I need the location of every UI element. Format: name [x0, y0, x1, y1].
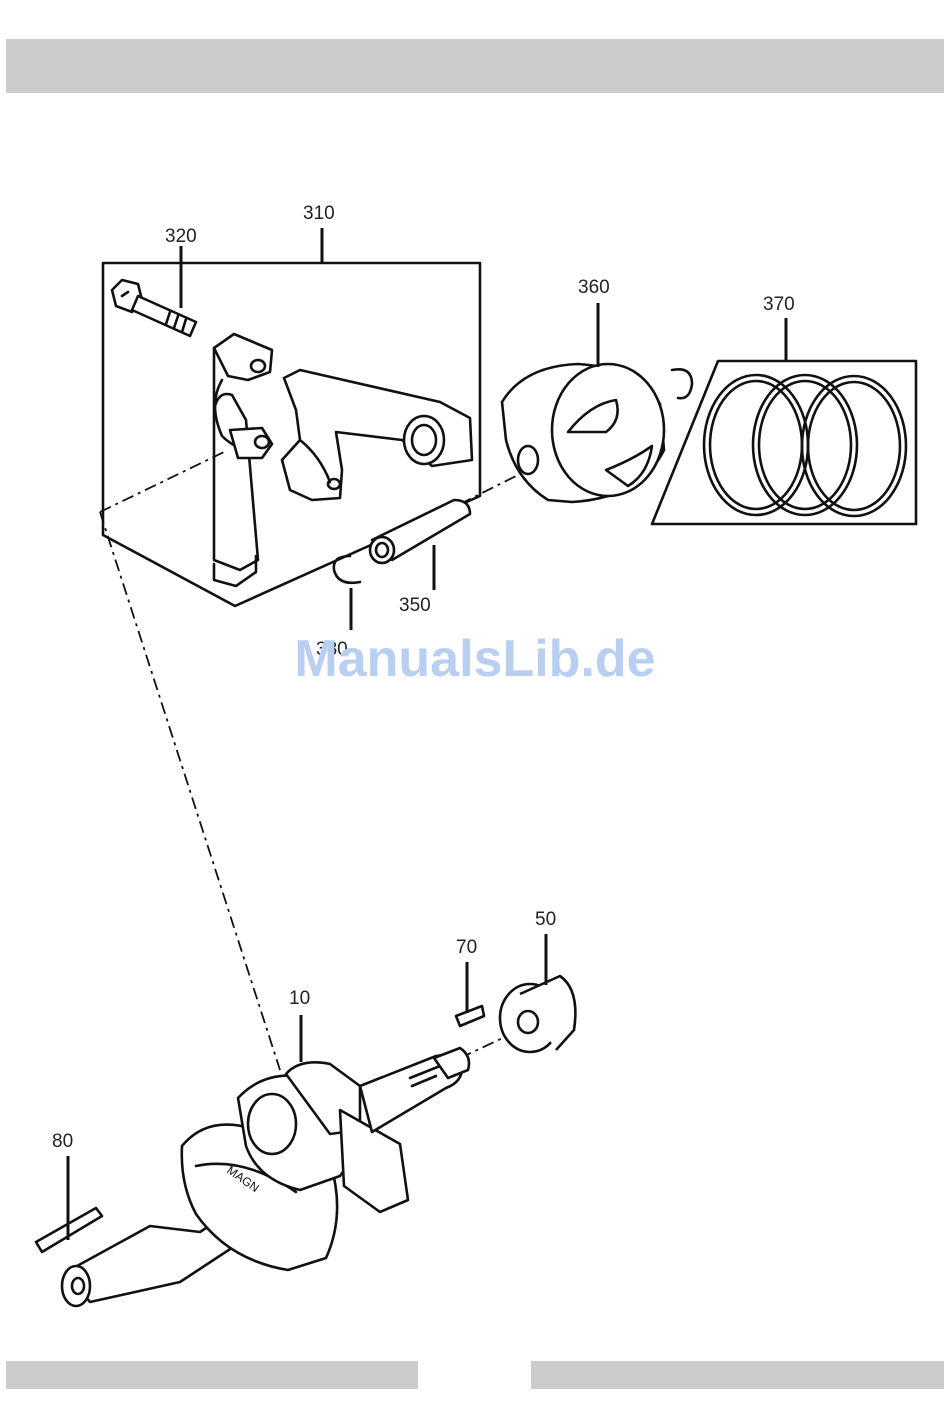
crankshaft-10: MAGN: [62, 1015, 469, 1306]
bolt-320: [112, 246, 196, 336]
label-370: 370: [763, 294, 795, 315]
dash-line-rod: [100, 452, 224, 512]
label-10: 10: [289, 988, 310, 1009]
label-80: 80: [52, 1131, 73, 1152]
piston-360: [502, 303, 664, 502]
rod-cap: [214, 334, 272, 586]
label-50: 50: [535, 909, 556, 930]
label-320: 320: [165, 226, 197, 247]
circlip-380: [334, 556, 360, 630]
washer-50: [500, 934, 575, 1052]
connecting-rod: [282, 370, 472, 500]
piston-pin-350: [370, 500, 470, 590]
dash-line-crank: [100, 512, 280, 1070]
piston-rings-370: [652, 318, 916, 524]
circlip-right: [672, 369, 692, 398]
label-360: 360: [578, 277, 610, 298]
watermark: ManualsLib.de: [294, 630, 655, 688]
key-80: [36, 1156, 102, 1252]
label-310: 310: [303, 203, 335, 224]
label-70: 70: [456, 937, 477, 958]
label-350: 350: [399, 595, 431, 616]
key-70: [456, 962, 484, 1026]
dash-line-pin: [460, 474, 520, 504]
